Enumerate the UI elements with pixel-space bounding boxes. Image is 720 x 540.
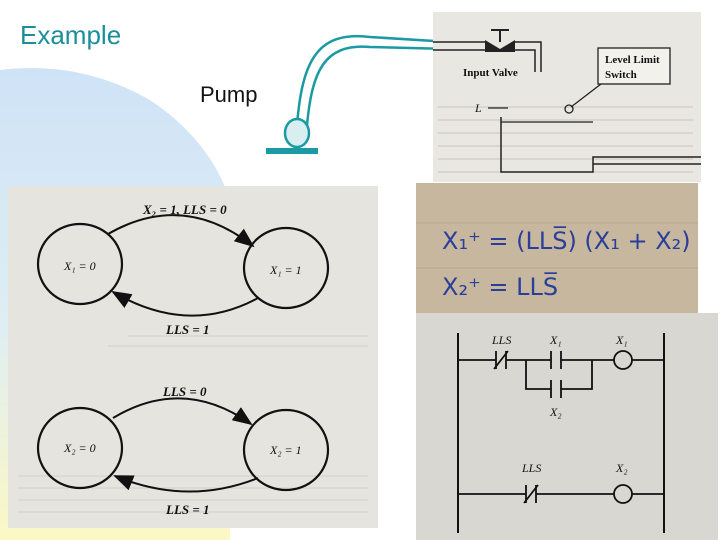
rung1-contact2-label: X₁ <box>549 333 562 347</box>
equations-image: X₁⁺ = (LLS̅) (X₁ + X₂) X₂⁺ = LLS̅ <box>416 183 698 313</box>
state2-left-label: X₂ = 0 <box>63 441 96 455</box>
level-limit-label-2: Switch <box>605 69 637 81</box>
equation-1: X₁⁺ = (LLS̅) (X₁ + X₂) <box>442 226 691 255</box>
state1-bottom-label: LLS = 1 <box>165 322 210 337</box>
pump-body <box>285 119 309 147</box>
pump-drawing <box>260 25 460 160</box>
rung1-branch-label: X₂ <box>549 405 562 419</box>
state-diagram-image: X₂ = 1, LLS = 0 X₁ = 0 X₁ = 1 LLS = 1 LL… <box>8 186 378 528</box>
rung2-contact-label: LLS <box>521 461 541 475</box>
state1-right-label: X₁ = 1 <box>269 263 302 277</box>
tank-diagram-image: Input Valve Level Limit Switch L <box>433 12 701 182</box>
state2-top-label: LLS = 0 <box>162 384 207 399</box>
rung1-coil-label: X₁ <box>615 333 628 347</box>
level-mark-label: L <box>474 101 482 115</box>
state2-right-label: X₂ = 1 <box>269 443 302 457</box>
rung2-coil-label: X₂ <box>615 461 628 475</box>
rung1-contact1-label: LLS <box>491 333 511 347</box>
pump-base <box>266 148 318 154</box>
equation-2: X₂⁺ = LLS̅ <box>442 272 558 301</box>
input-valve-label: Input Valve <box>463 67 518 79</box>
pump-label: Pump <box>200 82 257 108</box>
ladder-diagram-image: LLS X₁ X₁ X₂ LLS X₂ <box>416 313 718 540</box>
level-limit-label-1: Level Limit <box>605 54 660 66</box>
slide-title: Example <box>20 20 121 51</box>
state1-left-label: X₁ = 0 <box>63 259 96 273</box>
state2-bottom-label: LLS = 1 <box>165 502 210 517</box>
